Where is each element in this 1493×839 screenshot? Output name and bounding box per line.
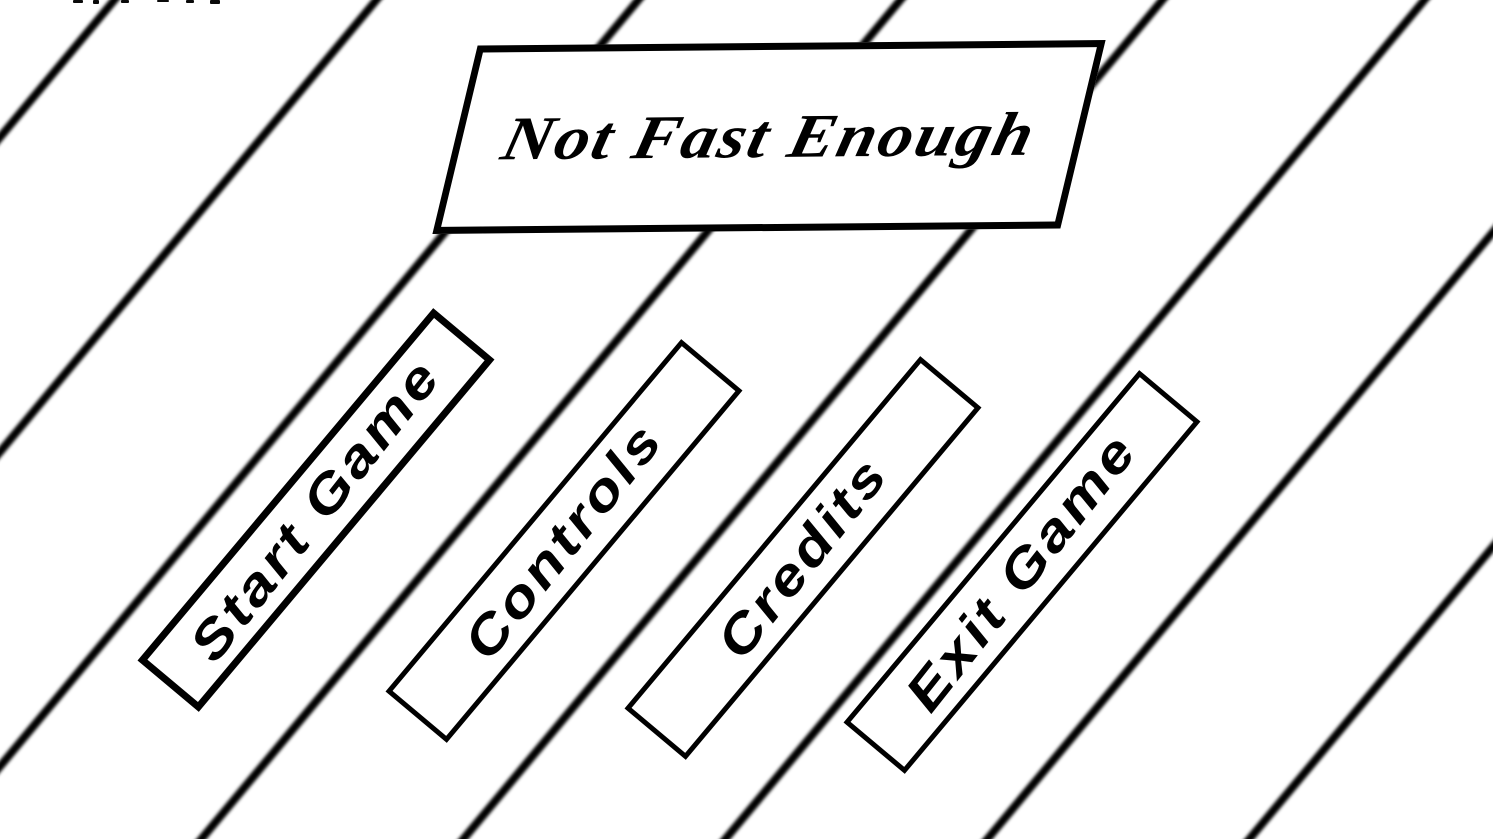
top-edge-artifact [157, 0, 169, 2]
top-edge-artifact [121, 0, 129, 3]
top-edge-artifact [186, 0, 194, 3]
game-title-text: Not Fast Enough [495, 100, 1044, 173]
top-edge-artifact [93, 0, 99, 4]
top-edge-artifact [73, 0, 83, 3]
top-edge-artifact [210, 0, 220, 4]
game-title-banner: Not Fast Enough [432, 40, 1106, 234]
